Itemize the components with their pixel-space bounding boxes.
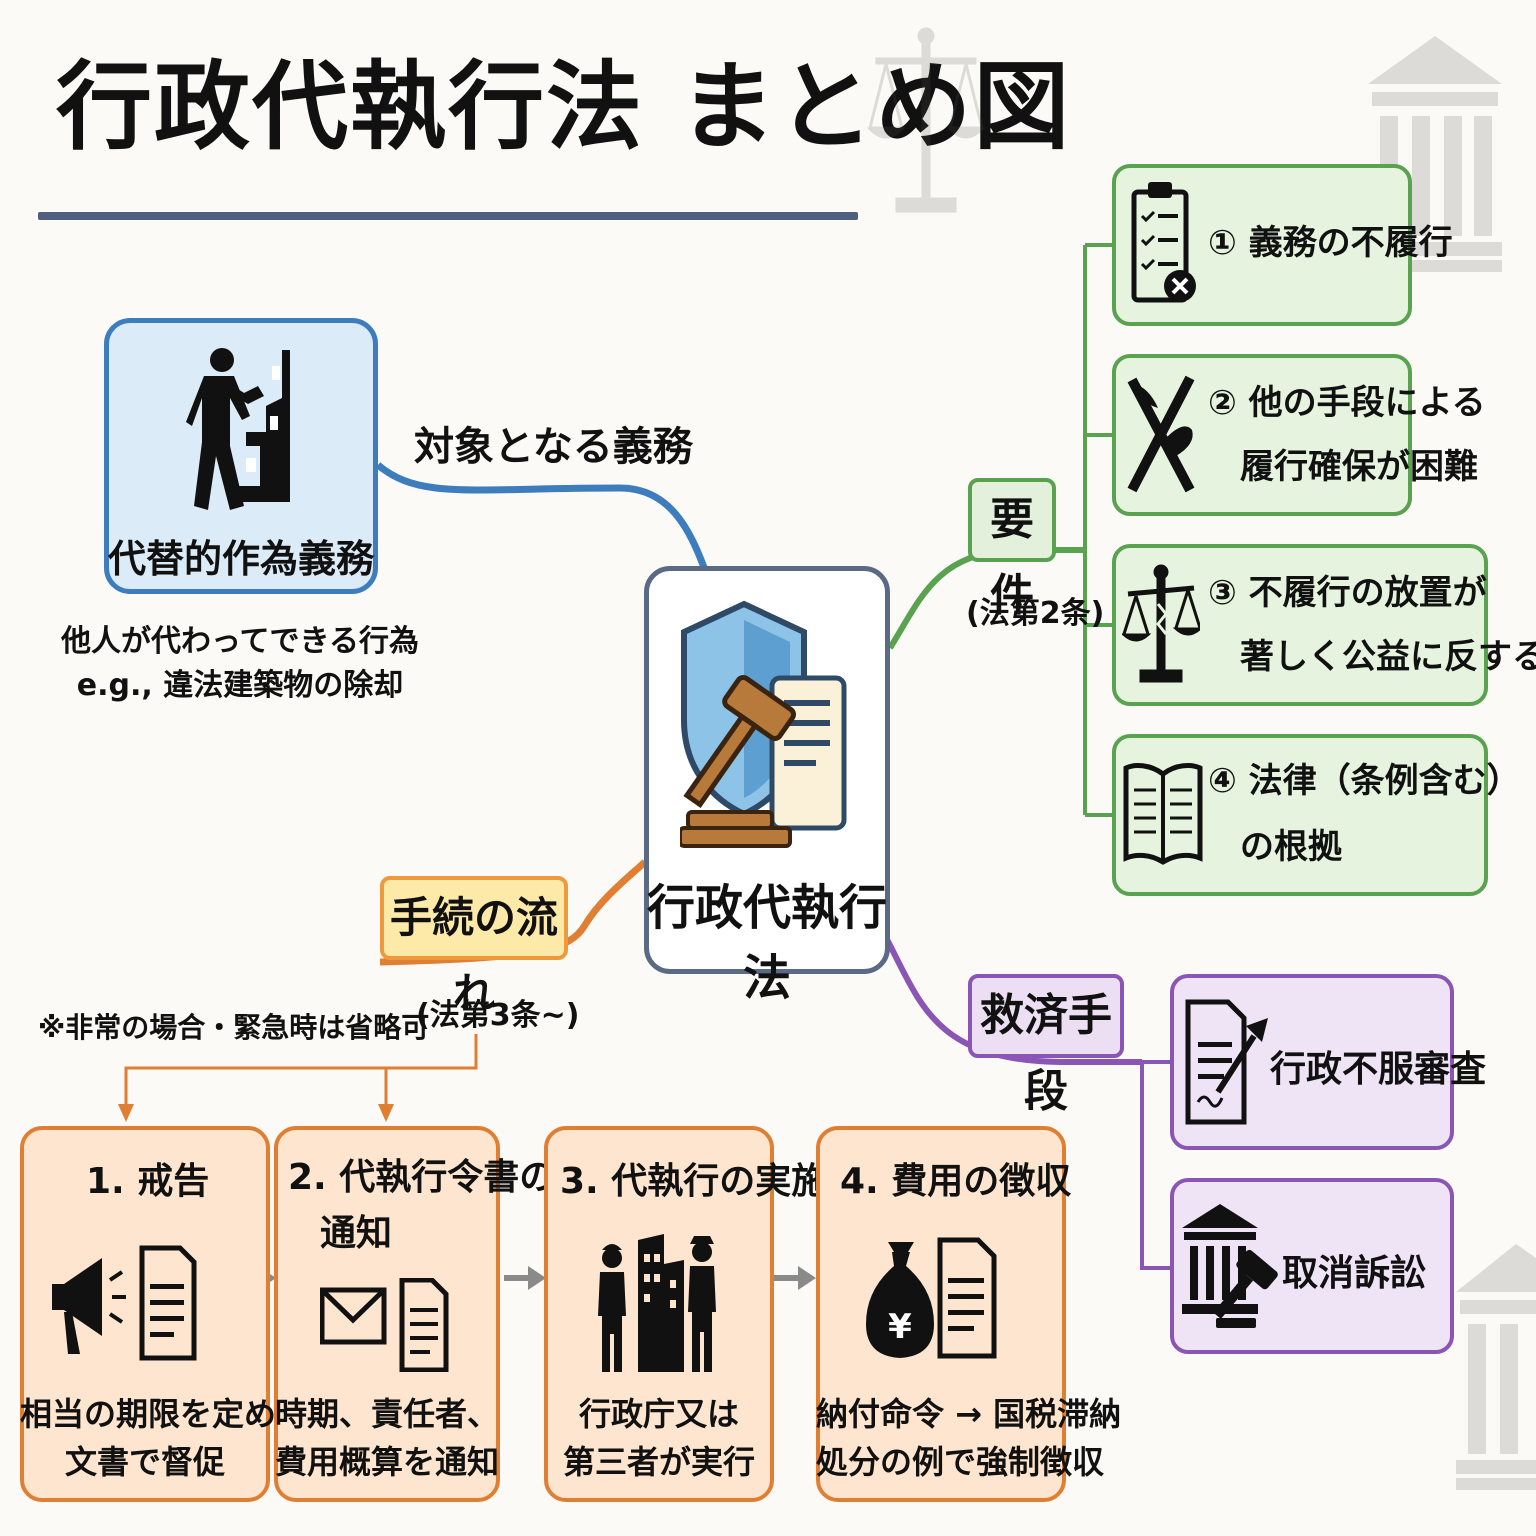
requirement-2-line2: 履行確保が困難 bbox=[1240, 447, 1478, 487]
pillars-watermark-icon bbox=[1368, 36, 1502, 272]
step-2-desc-line2: 費用概算を通知 bbox=[274, 1443, 499, 1481]
step-2-box[interactable] bbox=[274, 1126, 500, 1502]
courthouse-gavel-icon bbox=[1182, 1204, 1278, 1328]
requirement-3-line2: 著しく公益に反する bbox=[1240, 637, 1536, 677]
requirement-3-line1: ③ 不履行の放置が bbox=[1208, 573, 1487, 613]
step-4-title: 4. 費用の徴収 bbox=[840, 1161, 1072, 1202]
requirement-item-4[interactable] bbox=[1112, 734, 1488, 896]
step-3-title: 3. 代執行の実施 bbox=[560, 1161, 828, 1202]
duty-note-line1: 他人が代わってできる行為 bbox=[61, 624, 419, 659]
duty-node[interactable] bbox=[104, 318, 378, 594]
step-1-desc-line2: 文書で督促 bbox=[64, 1443, 225, 1481]
appeal-document-icon bbox=[1185, 999, 1268, 1125]
broken-scale-icon bbox=[1122, 564, 1200, 683]
officials-building-icon bbox=[598, 1234, 716, 1372]
step-3-desc-line2: 第三者が実行 bbox=[562, 1443, 755, 1481]
shield-gavel-scroll-icon bbox=[680, 600, 847, 848]
remedy-1-label: 行政不服審査 bbox=[1270, 1049, 1487, 1090]
step-2-title-line1: 2. 代執行令書の bbox=[288, 1157, 556, 1198]
step-2-desc-line1: 時期、責任者、 bbox=[274, 1395, 499, 1433]
requirements-sub: (法第2条) bbox=[966, 596, 1105, 631]
pillars-watermark-bottom-icon bbox=[1456, 1244, 1536, 1490]
duty-label: 代替的作為義務 bbox=[107, 537, 374, 581]
crossed-tools-icon bbox=[1127, 375, 1195, 493]
yen-bag-document-icon: ¥ bbox=[866, 1237, 997, 1359]
step-4-desc-line2: 処分の例で強制徴収 bbox=[816, 1443, 1105, 1481]
duty-branch-label: 対象となる義務 bbox=[414, 424, 693, 470]
remedies-tag[interactable]: 救済手段 bbox=[968, 974, 1124, 1117]
step-3-desc-line1: 行政庁又は bbox=[578, 1395, 739, 1433]
requirement-2-line1: ② 他の手段による bbox=[1208, 383, 1486, 423]
duty-note: 他人が代わってできる行為 e.g., 違法建築物の除却 bbox=[60, 620, 420, 708]
duty-connector bbox=[375, 462, 709, 572]
step-1-title: 1. 戒告 bbox=[86, 1161, 210, 1202]
envelope-document-icon bbox=[320, 1278, 449, 1372]
procedure-sub: (法第3条~) bbox=[416, 998, 580, 1033]
duty-note-line2: e.g., 違法建築物の除却 bbox=[76, 668, 404, 703]
step-2-desc: 時期、責任者、 費用概算を通知 bbox=[274, 1390, 500, 1486]
megaphone-document-icon bbox=[52, 1245, 197, 1361]
requirement-1-line1: ① 義務の不履行 bbox=[1208, 223, 1453, 263]
step-3-desc: 行政庁又は 第三者が実行 bbox=[544, 1390, 774, 1486]
remedies-trunk bbox=[1140, 1060, 1172, 1270]
requirement-4-line2: の根拠 bbox=[1240, 827, 1342, 867]
remedy-2-label: 取消訴訟 bbox=[1282, 1253, 1427, 1294]
center-label: 行政代執行法 bbox=[646, 880, 887, 1006]
requirements-tag[interactable]: 要件 bbox=[968, 478, 1056, 621]
remedies-connector bbox=[879, 928, 1142, 1065]
page-title: 行政代執行法 まとめ図 bbox=[56, 51, 1072, 163]
step-1-desc: 相当の期限を定め 文書で督促 bbox=[20, 1390, 277, 1486]
title-underline bbox=[38, 212, 858, 220]
step-2-title-line2: 通知 bbox=[320, 1213, 393, 1254]
scale-watermark-icon bbox=[866, 27, 986, 213]
procedure-note: ※非常の場合・緊急時は省略可 bbox=[38, 1011, 430, 1044]
svg-text:¥: ¥ bbox=[888, 1307, 912, 1347]
step-4-desc-line1: 納付命令 → 国税滞納 bbox=[816, 1395, 1122, 1433]
step-2-title: 2. 代執行令書の 通知 bbox=[288, 1150, 555, 1262]
requirement-4-line1: ④ 法律（条例含む） bbox=[1208, 761, 1521, 801]
open-law-book-icon bbox=[1123, 763, 1203, 865]
step-1-box[interactable] bbox=[20, 1126, 270, 1502]
worker-demolition-icon bbox=[186, 348, 290, 510]
procedure-tag[interactable]: 手続の流れ bbox=[380, 876, 568, 1018]
clipboard-x-icon bbox=[1131, 182, 1196, 303]
step-1-desc-line1: 相当の期限を定め bbox=[20, 1395, 277, 1433]
step-4-desc: 納付命令 → 国税滞納 処分の例で強制徴収 bbox=[816, 1390, 1122, 1486]
